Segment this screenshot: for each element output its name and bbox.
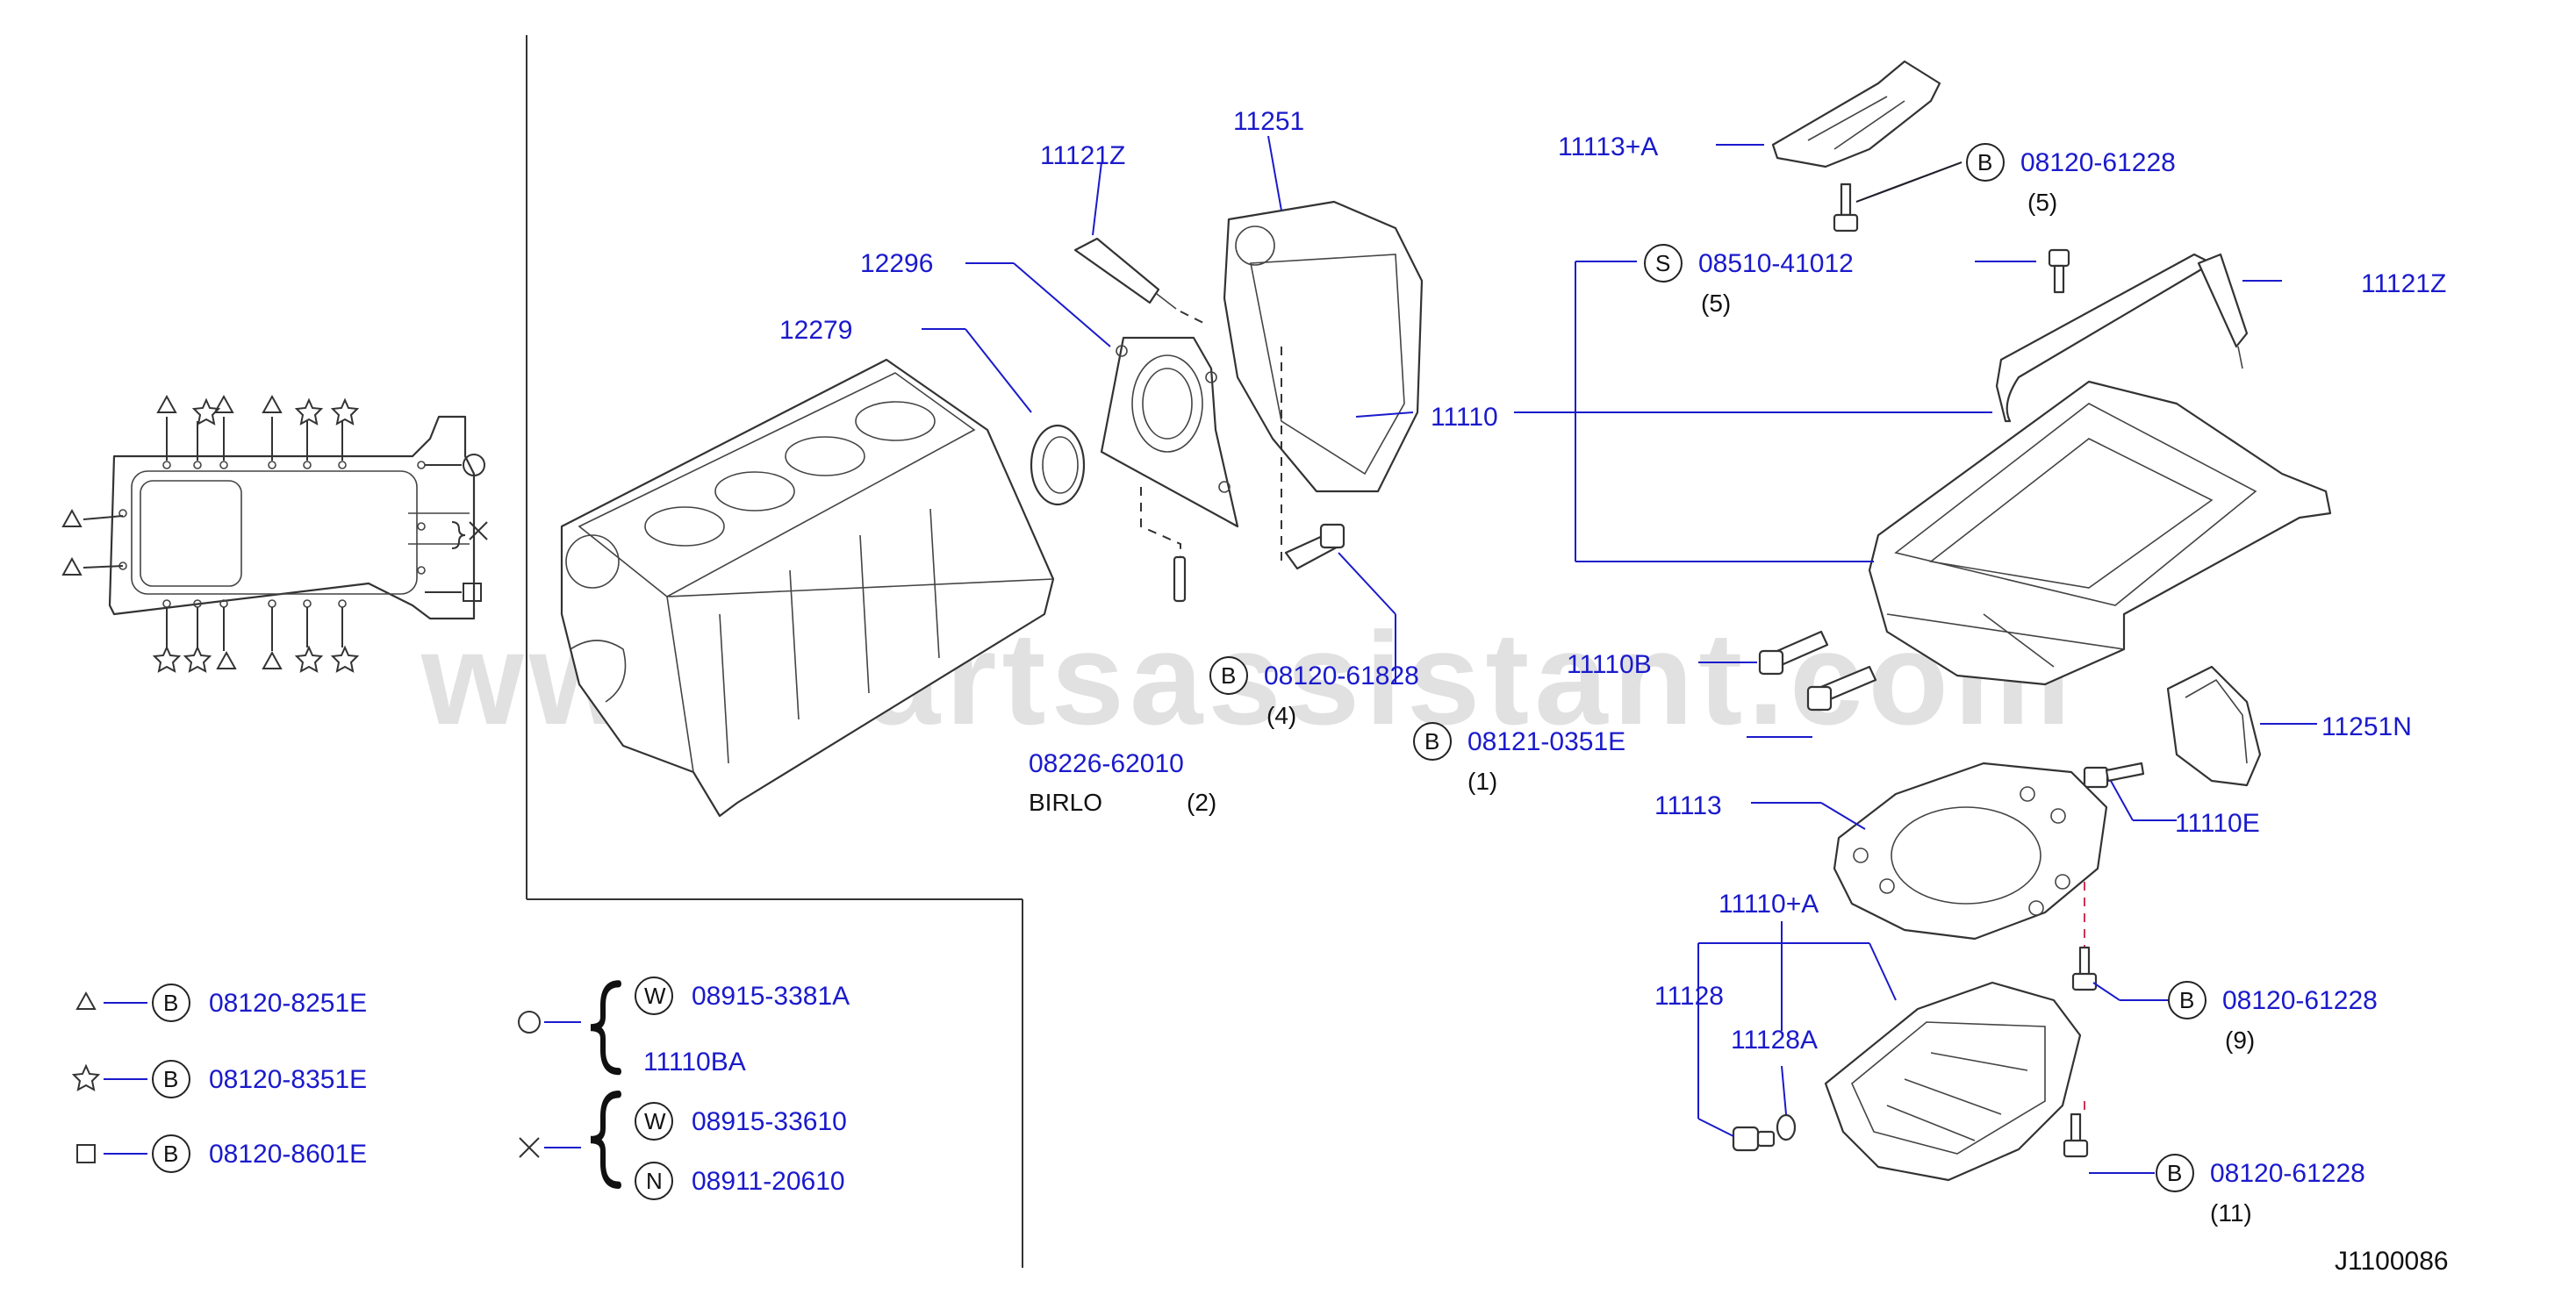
svg-text:08226-62010: 08226-62010: [1029, 749, 1184, 778]
legend-star: B 08120-8351E: [71, 1060, 367, 1098]
svg-text:(11): (11): [2210, 1199, 2252, 1227]
svg-text:08121-0351E: 08121-0351E: [1467, 727, 1625, 756]
svg-text:11251: 11251: [1233, 107, 1304, 136]
svg-text:11110E: 11110E: [2175, 809, 2260, 838]
svg-text:11110+A: 11110+A: [1719, 890, 1819, 919]
svg-text:(9): (9): [2225, 1027, 2255, 1054]
callout-11113: 11113: [1654, 791, 1722, 820]
callout-08120-61228-a: B 08120-61228 (5): [1966, 143, 2176, 216]
svg-text:(4): (4): [1266, 702, 1296, 729]
lower-oil-pan: [1824, 981, 2082, 1182]
sealant-tube-right: [2197, 253, 2249, 369]
callout-08121-0351E: B 08121-0351E (1): [1413, 722, 1625, 795]
bolt-08120-61228-baffle: [1833, 182, 1859, 232]
callout-11121Z-a: 11121Z: [1040, 141, 1125, 170]
callout-11110E: 11110E: [2175, 809, 2260, 838]
leader-lines: [922, 135, 2317, 1174]
callout-11128: 11128: [1654, 982, 1724, 1011]
svg-text:B: B: [163, 1141, 178, 1167]
svg-text:11110: 11110: [1431, 403, 1498, 432]
drain-plug-11128: [1732, 1113, 1797, 1152]
svg-text:11110B: 11110B: [1567, 650, 1652, 679]
svg-text:11121Z: 11121Z: [1040, 141, 1125, 170]
svg-text:B: B: [163, 1066, 178, 1092]
callout-11251N: 11251N: [2321, 712, 2412, 741]
gasket-11113: [1833, 762, 2108, 956]
svg-text:(5): (5): [2027, 189, 2057, 216]
svg-text:W: W: [644, 983, 666, 1009]
svg-text:B: B: [2167, 1160, 2182, 1186]
svg-text:08915-33610: 08915-33610: [692, 1107, 847, 1136]
svg-text:S: S: [1655, 250, 1670, 276]
cylinder-block-illustration: [560, 358, 1055, 818]
svg-text:08120-8351E: 08120-8351E: [209, 1065, 367, 1094]
sealant-tube-left: [1073, 237, 1208, 326]
svg-text:11128: 11128: [1654, 982, 1724, 1011]
gasket-overview: [61, 394, 488, 673]
callout-11251: 11251: [1233, 107, 1304, 136]
svg-text:08911-20610: 08911-20610: [692, 1167, 845, 1196]
svg-text:B: B: [1221, 662, 1236, 689]
svg-text:B: B: [2179, 987, 2194, 1013]
bolt-08120-61828: [1281, 347, 1345, 570]
svg-text:12296: 12296: [860, 249, 933, 278]
bolts-08120-61228-pan: [2063, 946, 2098, 1158]
callout-08120-61228-c: B 08120-61228 (11): [2156, 1154, 2365, 1227]
svg-text:08510-41012: 08510-41012: [1698, 249, 1854, 278]
baffle-plate-11113A: [1771, 60, 1941, 168]
svg-text:B: B: [1977, 149, 1992, 175]
svg-text:11121Z: 11121Z: [2361, 269, 2446, 298]
svg-text:08120-61228: 08120-61228: [2222, 986, 2378, 1015]
callout-11121Z-b: 11121Z: [2361, 269, 2446, 298]
seal-retainer-12296: [1100, 336, 1239, 528]
cover-11251N: [2166, 665, 2262, 787]
svg-text:B: B: [1424, 728, 1439, 755]
callout-08120-61228-b: B 08120-61228 (9): [2168, 981, 2378, 1054]
upper-oil-pan-11110: [1868, 380, 2332, 686]
bolts-11110B: [1758, 630, 1877, 712]
svg-text:12279: 12279: [779, 316, 852, 345]
svg-text:11128A: 11128A: [1731, 1026, 1818, 1055]
callout-11110B: 11110B: [1567, 650, 1652, 679]
rear-plate-11251: [1223, 200, 1424, 493]
bolt-08510-41012: [2048, 248, 2070, 294]
callout-11113A: 11113+A: [1558, 132, 1658, 161]
diagram-code: J1100086: [2335, 1247, 2449, 1276]
panel-frame: [526, 35, 1023, 1268]
svg-text:B: B: [163, 990, 178, 1016]
callout-11110A: 11110+A: [1719, 890, 1819, 919]
svg-text:BIRLO: BIRLO: [1029, 789, 1102, 816]
callout-08120-61828: B 08120-61828 (4): [1209, 656, 1419, 729]
svg-text:11110BA: 11110BA: [643, 1048, 746, 1077]
svg-text:11251N: 11251N: [2321, 712, 2412, 741]
svg-text:(5): (5): [1701, 290, 1731, 317]
callout-08226-62010: 08226-62010 BIRLO (2): [1029, 749, 1216, 816]
callout-11128A: 11128A: [1731, 1026, 1818, 1055]
svg-text:W: W: [644, 1108, 666, 1134]
stiffener-plate: [1995, 253, 2214, 423]
svg-text:08120-61828: 08120-61828: [1264, 662, 1419, 690]
legend-square: B 08120-8601E: [76, 1134, 367, 1173]
callout-11110: 11110: [1431, 403, 1498, 432]
dowel-pin: [1140, 487, 1187, 603]
svg-text:11113+A: 11113+A: [1558, 132, 1658, 161]
legend-triangle: B 08120-8251E: [75, 984, 367, 1022]
svg-text:11113: 11113: [1654, 791, 1722, 820]
rear-oil-seal-12279: [1030, 424, 1086, 506]
svg-text:(1): (1): [1467, 768, 1497, 795]
svg-text:N: N: [646, 1168, 663, 1194]
svg-text:08120-61228: 08120-61228: [2020, 148, 2176, 177]
svg-text:08120-61228: 08120-61228: [2210, 1159, 2365, 1188]
callout-12296: 12296: [860, 249, 933, 278]
svg-text:08915-3381A: 08915-3381A: [692, 982, 850, 1011]
legend-cross-group: W 08915-33610 N 08911-20610: [519, 1090, 847, 1200]
bolt-11110E: [2083, 762, 2145, 789]
svg-text:08120-8601E: 08120-8601E: [209, 1140, 367, 1169]
callout-12279: 12279: [779, 316, 852, 345]
svg-text:08120-8251E: 08120-8251E: [209, 989, 367, 1018]
svg-text:(2): (2): [1187, 789, 1216, 816]
legend-circle-group: W 08915-3381A 11110BA: [518, 976, 850, 1077]
callout-08510-41012: S 08510-41012 (5): [1644, 244, 1854, 317]
